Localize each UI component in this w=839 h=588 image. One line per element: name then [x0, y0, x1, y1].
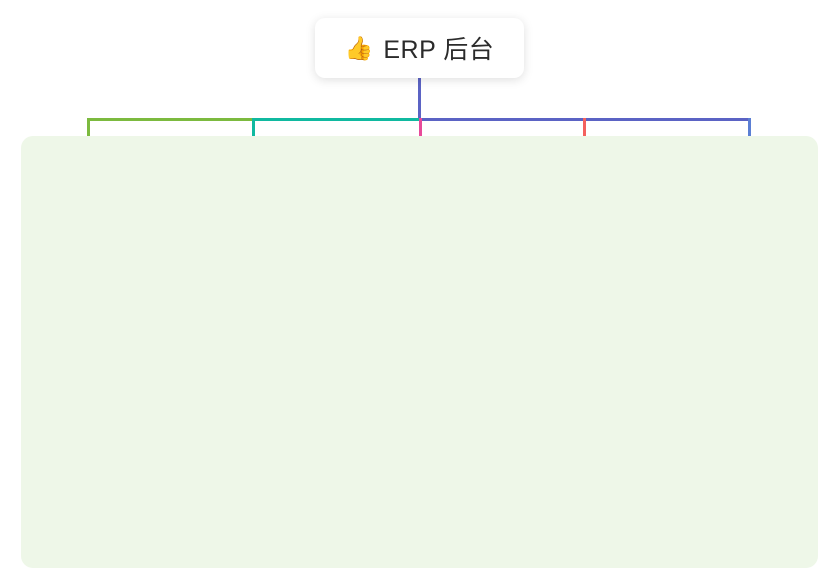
root-label: ERP 后台 — [383, 36, 495, 64]
branches-panel — [21, 136, 818, 568]
connector-segment-2 — [252, 118, 420, 121]
connector-drop-1 — [87, 118, 90, 140]
thumbs-up-icon: 👍 — [344, 34, 374, 61]
connector-drop-3 — [419, 118, 422, 140]
root-trunk-line — [418, 78, 421, 120]
connector-drop-2 — [252, 118, 255, 140]
connector-segment-1 — [87, 118, 253, 121]
root-node[interactable]: 👍 ERP 后台 — [315, 18, 524, 78]
connector-drop-4 — [583, 118, 586, 140]
connector-drop-5 — [748, 118, 751, 140]
